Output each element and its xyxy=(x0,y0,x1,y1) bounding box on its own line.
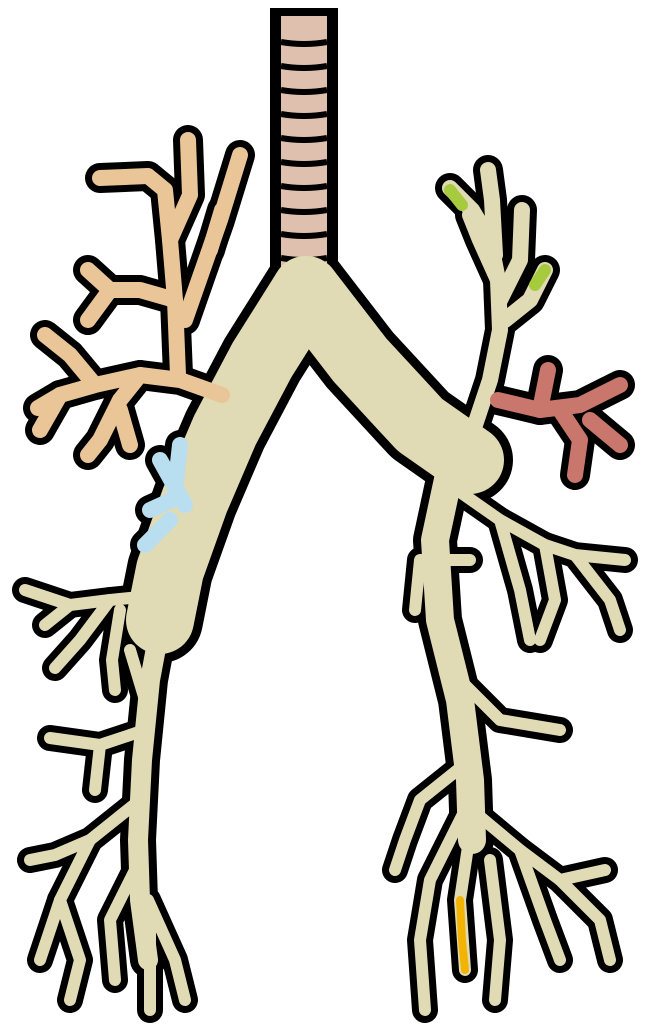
cartilage-ring xyxy=(281,90,327,92)
cartilage-ring xyxy=(281,162,327,164)
cartilage-ring xyxy=(281,234,327,236)
cartilage-ring xyxy=(281,66,327,68)
cartilage-ring xyxy=(281,210,327,212)
left-basal-segment xyxy=(460,900,465,970)
cartilage-ring xyxy=(281,42,327,44)
left-main-bronchus xyxy=(306,290,470,460)
cartilage-ring xyxy=(281,186,327,188)
cartilage-ring xyxy=(281,114,327,116)
cartilage-ring xyxy=(281,138,327,140)
